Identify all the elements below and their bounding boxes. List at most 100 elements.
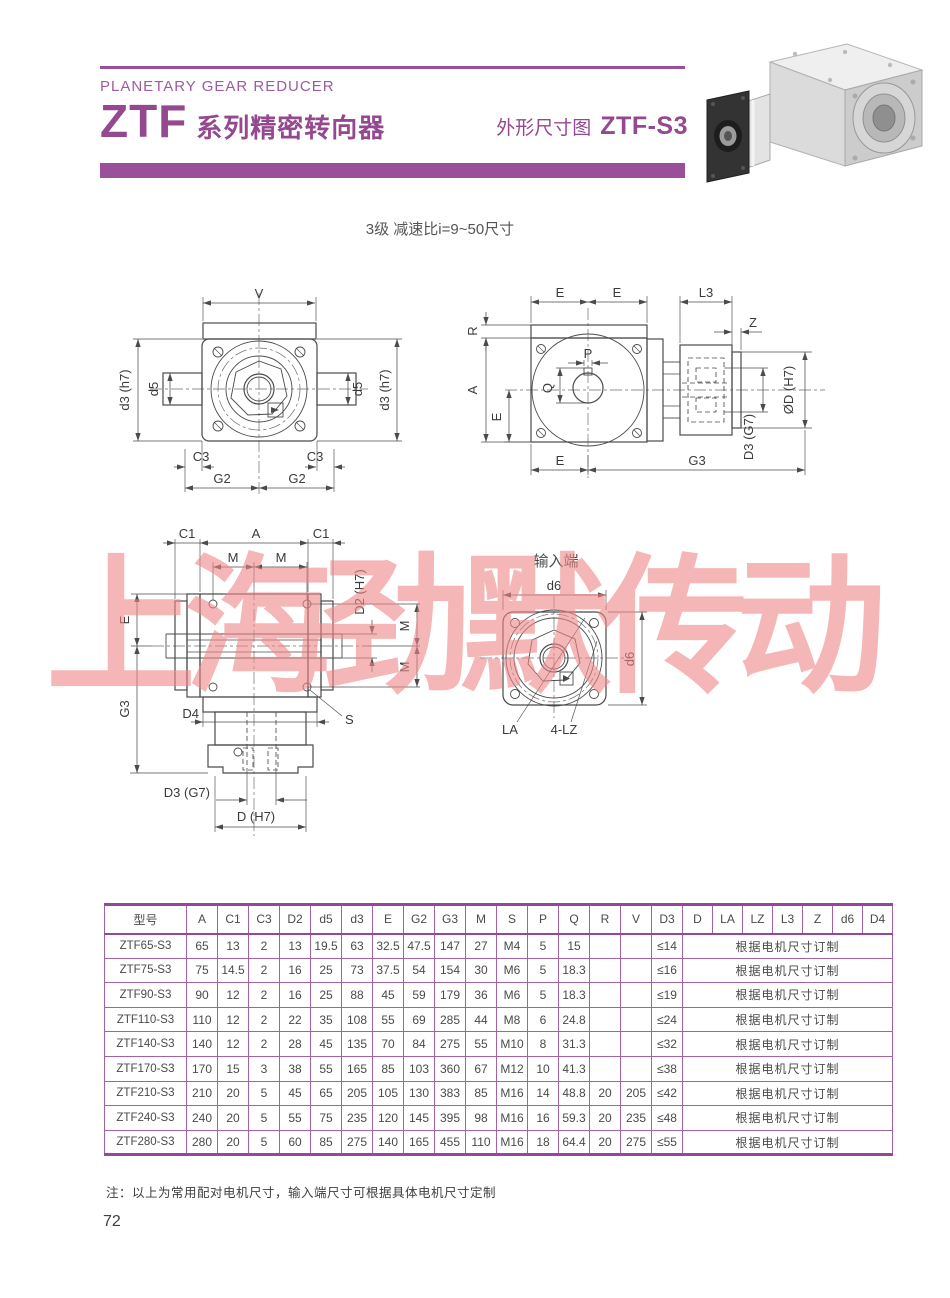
- value-cell: 67: [465, 1055, 497, 1082]
- custom-motor-size-cell: 根据电机尺寸订制: [682, 933, 893, 959]
- value-cell: 20: [217, 1129, 249, 1156]
- value-cell: 5: [527, 982, 559, 1008]
- value-cell: 88: [341, 982, 373, 1008]
- value-cell: 24.8: [558, 1006, 590, 1033]
- value-cell: 120: [372, 1105, 404, 1131]
- dim-e-bottom: E: [556, 453, 565, 468]
- dim-d4: D4: [182, 706, 199, 721]
- value-cell: 395: [434, 1105, 466, 1131]
- column-header: M: [465, 904, 497, 934]
- model-cell: ZTF240-S3: [104, 1105, 187, 1131]
- custom-motor-size-cell: 根据电机尺寸订制: [682, 1006, 893, 1033]
- value-cell: 285: [434, 1006, 466, 1033]
- value-cell: 6: [527, 1006, 559, 1033]
- value-cell: 235: [341, 1105, 373, 1131]
- value-cell: 85: [372, 1055, 404, 1082]
- value-cell: 360: [434, 1055, 466, 1082]
- custom-motor-size-cell: 根据电机尺寸订制: [682, 1080, 893, 1107]
- dim-e-inner: E: [489, 412, 504, 421]
- value-cell: 16: [527, 1105, 559, 1131]
- value-cell: 147: [434, 933, 466, 959]
- dim-d3-right: d3 (h7): [377, 369, 392, 410]
- column-header: 型号: [104, 904, 187, 934]
- value-cell: 18.3: [558, 982, 590, 1008]
- value-cell: 110: [465, 1129, 497, 1156]
- value-cell: 69: [403, 1006, 435, 1033]
- page-number: 72: [103, 1213, 121, 1230]
- value-cell: 59: [403, 982, 435, 1008]
- model-cell: ZTF110-S3: [104, 1006, 187, 1033]
- value-cell: 103: [403, 1055, 435, 1082]
- value-cell: ≤24: [651, 1006, 683, 1033]
- dim-d5-left: d5: [146, 382, 161, 396]
- value-cell: 5: [248, 1129, 280, 1156]
- dim-od: ØD (H7): [781, 366, 796, 414]
- value-cell: ≤42: [651, 1080, 683, 1107]
- value-cell: 3: [248, 1055, 280, 1082]
- value-cell: [589, 957, 621, 984]
- value-cell: 85: [310, 1129, 342, 1156]
- input-end-title: 输入端: [533, 553, 578, 570]
- value-cell: 110: [186, 1006, 218, 1033]
- value-cell: 20: [217, 1105, 249, 1131]
- drawing-front-view: V d3 (h7) d3 (h7) d5 d5 C3 C3 G2 G2: [117, 286, 402, 497]
- value-cell: [589, 933, 621, 959]
- value-cell: 275: [341, 1129, 373, 1156]
- value-cell: 85: [465, 1080, 497, 1107]
- value-cell: ≤48: [651, 1105, 683, 1131]
- dim-p: P: [584, 346, 593, 361]
- value-cell: 44: [465, 1006, 497, 1033]
- value-cell: 280: [186, 1129, 218, 1156]
- value-cell: 98: [465, 1105, 497, 1131]
- value-cell: 25: [310, 982, 342, 1008]
- value-cell: 90: [186, 982, 218, 1008]
- value-cell: 275: [434, 1031, 466, 1057]
- dim-c1-left: C1: [179, 526, 196, 541]
- custom-motor-size-cell: 根据电机尺寸订制: [682, 982, 893, 1008]
- value-cell: M8: [496, 1006, 528, 1033]
- front-view-dimensions: V d3 (h7) d3 (h7) d5 d5 C3 C3 G2 G2: [117, 286, 402, 492]
- dim-m-r-top: M: [397, 621, 412, 632]
- value-cell: 41.3: [558, 1055, 590, 1082]
- value-cell: M4: [496, 933, 528, 959]
- brand-name: ZTF: [100, 95, 188, 147]
- value-cell: 27: [465, 933, 497, 959]
- front-view-geometry: [150, 293, 368, 497]
- dim-d3: D3 (G7): [164, 785, 210, 800]
- value-cell: 13: [279, 933, 311, 959]
- value-cell: M10: [496, 1031, 528, 1057]
- custom-motor-size-cell: 根据电机尺寸订制: [682, 1031, 893, 1057]
- dim-c3-left: C3: [193, 449, 210, 464]
- value-cell: 16: [279, 957, 311, 984]
- value-cell: 38: [279, 1055, 311, 1082]
- custom-motor-size-cell: 根据电机尺寸订制: [682, 1055, 893, 1082]
- value-cell: [620, 933, 652, 959]
- dim-m-r-bottom: M: [397, 662, 412, 673]
- column-header: G3: [434, 904, 466, 934]
- value-cell: 383: [434, 1080, 466, 1107]
- value-cell: 20: [589, 1129, 621, 1156]
- value-cell: 210: [186, 1080, 218, 1107]
- value-cell: [620, 957, 652, 984]
- column-header: Q: [558, 904, 590, 934]
- series-title: 系列精密转向器: [196, 113, 386, 143]
- dim-d: D (H7): [237, 809, 275, 824]
- dim-l3: L3: [699, 285, 713, 300]
- dimension-diagram-label: 外形尺寸图: [496, 118, 592, 139]
- dim-e: E: [117, 615, 132, 624]
- value-cell: [589, 1055, 621, 1082]
- value-cell: 32.5: [372, 933, 404, 959]
- column-header: A: [186, 904, 218, 934]
- dim-q: Q: [540, 383, 555, 393]
- dim-c1-right: C1: [313, 526, 330, 541]
- page-title: ZTF 系列精密转向器: [100, 98, 385, 145]
- value-cell: 14.5: [217, 957, 249, 984]
- value-cell: M16: [496, 1129, 528, 1156]
- value-cell: 20: [217, 1080, 249, 1107]
- dim-g2-right: G2: [288, 471, 305, 486]
- value-cell: 145: [403, 1105, 435, 1131]
- model-cell: ZTF65-S3: [104, 933, 187, 959]
